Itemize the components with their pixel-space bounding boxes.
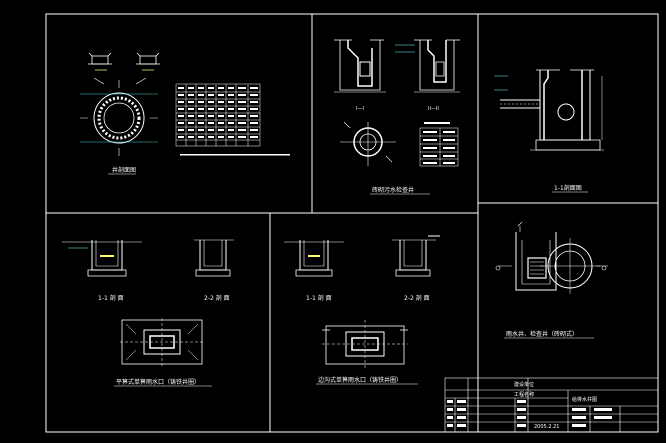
title-block-date: 2005.2.21: [534, 424, 559, 430]
panel-3-section: 1-1剖面图: [494, 69, 604, 193]
panel-3-title: 1-1剖面图: [554, 184, 582, 192]
panel-2-title: 砖砌污水检查井: [372, 186, 414, 194]
panel-5-section-b: 2-2 剖 面: [404, 294, 430, 302]
panel-5-section-a: 1-1 剖 面: [306, 294, 332, 302]
panel-5-side-ditch-inlet: 1-1 剖 面 2-2 剖 面 边沟式单箅雨水口（铸铁井圈）: [284, 235, 440, 385]
panel-4-section-b: 2-2 剖 面: [204, 294, 230, 302]
panel-2-sewage-well: I—I II—II 砖砌污水检查井: [334, 39, 460, 195]
drawing-frame: [45, 13, 659, 433]
panel-1-title: 井剖面图: [112, 166, 136, 174]
panel-2-label-a: I—I: [356, 106, 364, 112]
title-block-row2: 工程名称: [514, 391, 534, 398]
panel-6-rain-well: 雨水井、检查井（砖砌式）: [495, 221, 608, 339]
title-block-row1: 建设单位: [514, 381, 534, 388]
panel-6-title: 雨水井、检查井（砖砌式）: [506, 330, 578, 338]
panel-2-label-b: II—II: [428, 106, 439, 112]
title-block: 建设单位 工程名称 给排水井图 2005.2.21: [444, 377, 659, 433]
title-block-drawing-name: 给排水井图: [572, 396, 597, 403]
panel-1-manhole-detail: 井剖面图: [80, 52, 290, 175]
dimension-table: [175, 83, 261, 147]
panel-4-flat-grate-inlet: 1-1 剖 面 2-2 剖 面 平箅式单箅雨水口（铸铁井圈）: [62, 239, 234, 387]
panel-5-title: 边沟式单箅雨水口（铸铁井圈）: [318, 376, 402, 384]
panel-4-section-a: 1-1 剖 面: [98, 294, 124, 302]
panel-4-title: 平箅式单箅雨水口（铸铁井圈）: [116, 378, 200, 386]
